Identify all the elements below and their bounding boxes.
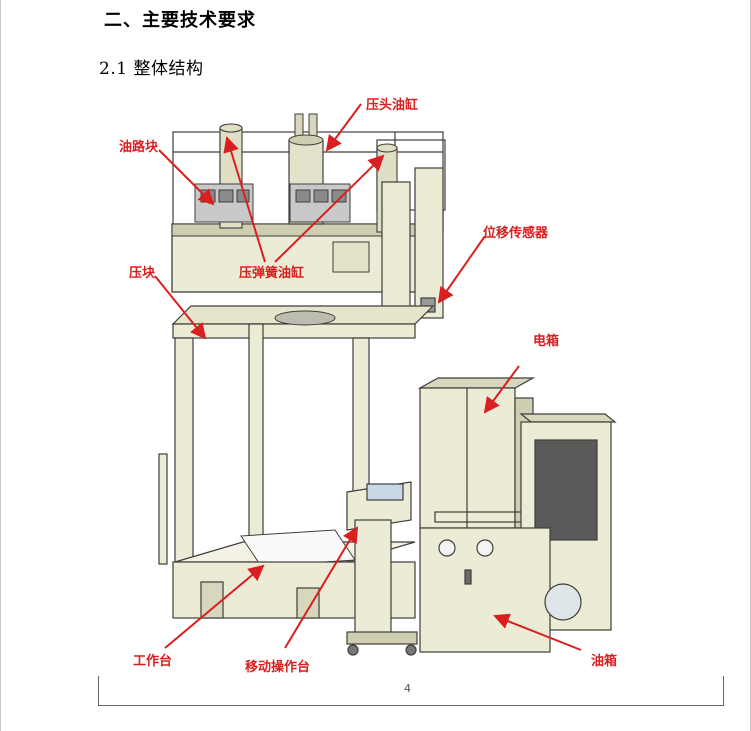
mobile-console: [346, 481, 418, 656]
callout-press-block: 压块: [129, 266, 156, 281]
callout-spring-cylinder: 压弹簧油缸: [239, 266, 305, 281]
callout-displacement-sensor: 位移传感器: [483, 226, 549, 241]
machine-figure: 压头油缸 油路块 位移传感器 压块 压弹簧油缸 电箱 工作台 移动操作台 油箱: [115, 92, 635, 676]
oil-block-valves: [194, 183, 351, 223]
page-number: 4: [404, 682, 411, 695]
subsection-title: 2.1 整体结构: [99, 59, 204, 79]
oil-tank: [419, 413, 617, 653]
section-title: 二、主要技术要求: [104, 10, 256, 31]
callout-arrows: [154, 103, 582, 651]
callout-electric-box: 电箱: [533, 334, 560, 349]
page-edge-left: [0, 0, 1, 731]
footer-rule: [98, 705, 724, 706]
callout-worktable: 工作台: [133, 654, 173, 669]
callout-mobile-console: 移动操作台: [245, 660, 311, 675]
hydraulic-press-illustration: [154, 103, 617, 656]
callout-oil-tank: 油箱: [591, 654, 618, 669]
electric-box: [417, 377, 536, 529]
callout-oil-block: 油路块: [119, 140, 159, 155]
callout-press-head-cylinder: 压头油缸: [366, 98, 419, 113]
press-block: [171, 305, 435, 339]
footer-corner-right: [723, 676, 724, 706]
footer-corner-left: [98, 676, 99, 706]
displacement-sensor: [381, 167, 444, 323]
